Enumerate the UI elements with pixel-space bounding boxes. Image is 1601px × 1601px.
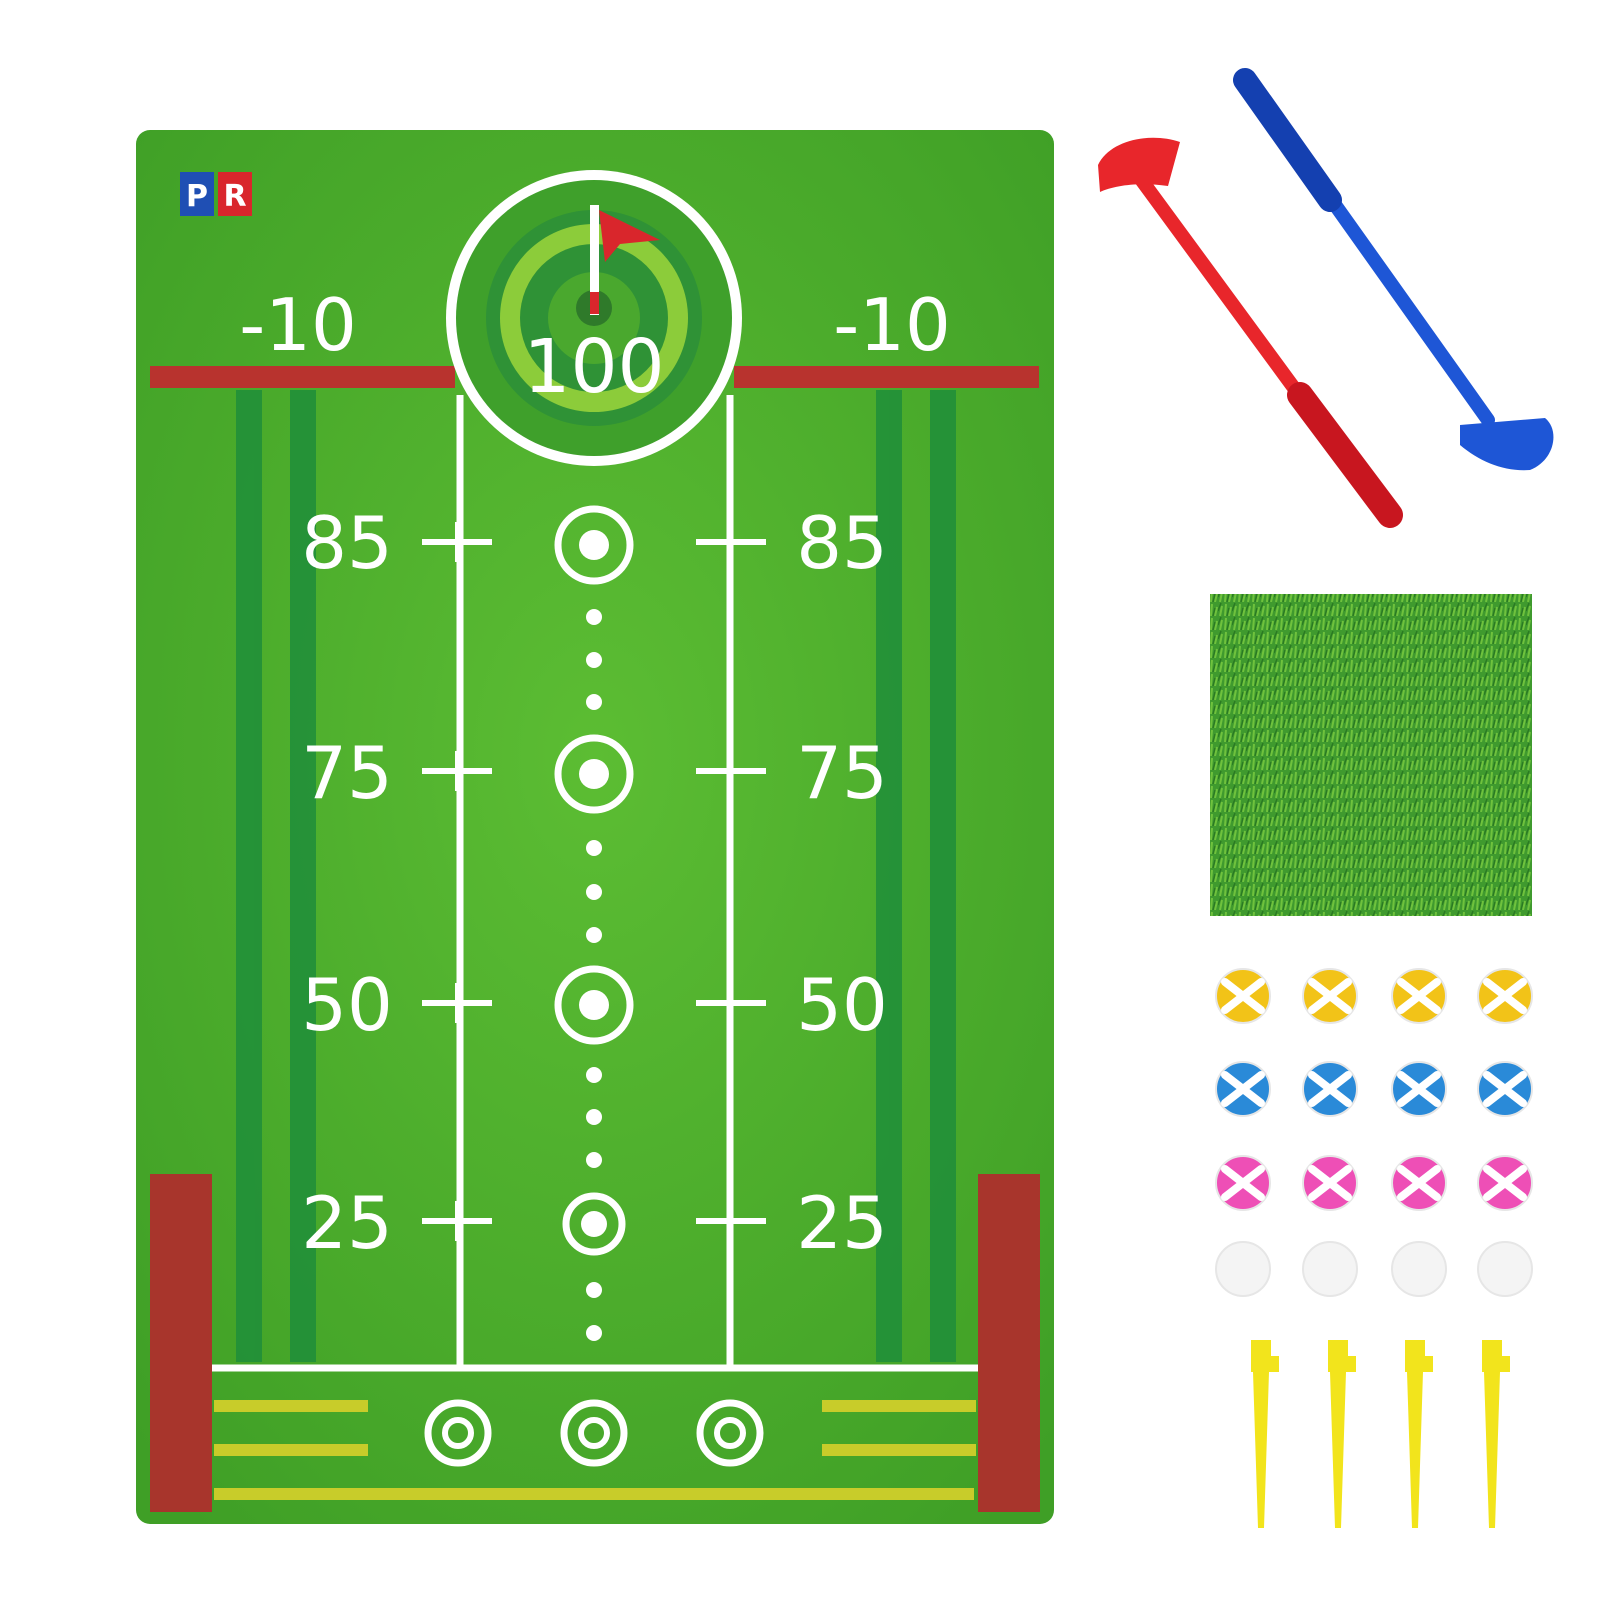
- tee: [1251, 1340, 1279, 1528]
- mat-base: [136, 130, 1054, 1524]
- ball: [1391, 968, 1447, 1024]
- ball: [1477, 1061, 1533, 1117]
- brand-letter-p: P: [186, 179, 208, 214]
- score-center: 100: [523, 324, 664, 410]
- balls-grid: [1215, 968, 1533, 1297]
- red-block-right: [978, 1174, 1040, 1512]
- tee-stripes: [214, 1400, 976, 1500]
- red-bar-right: [734, 366, 1039, 388]
- ball: [1302, 1061, 1358, 1117]
- ball: [1477, 1155, 1533, 1211]
- ball: [1215, 1241, 1271, 1297]
- putting-mat: -10 -10 100 85 85 75 75 50 50 25 25 P R: [136, 130, 1054, 1524]
- flag-icon: [590, 205, 660, 315]
- score-row-4-left: 25: [301, 1181, 393, 1265]
- score-row-1-left: 85: [301, 501, 393, 585]
- ball: [1391, 1061, 1447, 1117]
- tees-row: [1251, 1340, 1510, 1528]
- tee: [1405, 1340, 1433, 1528]
- ball: [1477, 1241, 1533, 1297]
- lane-targets: [554, 505, 634, 1256]
- score-row-3-left: 50: [301, 963, 393, 1047]
- brand-logo: P R: [180, 172, 252, 216]
- tee: [1482, 1340, 1510, 1528]
- tee-off-rings: [424, 1399, 764, 1467]
- ball: [1302, 968, 1358, 1024]
- ball: [1215, 1061, 1271, 1117]
- ball: [1302, 1241, 1358, 1297]
- score-top-right: -10: [833, 283, 951, 367]
- red-bar-left: [150, 366, 455, 388]
- lane-dots: [586, 609, 602, 1341]
- blue-club: [1233, 68, 1554, 471]
- ball: [1477, 968, 1533, 1024]
- red-club: [1098, 137, 1403, 528]
- ball: [1391, 1241, 1447, 1297]
- score-row-2-right: 75: [796, 731, 888, 815]
- tick-marks: [422, 522, 766, 1241]
- turf-square: [1210, 594, 1532, 916]
- tee: [1328, 1340, 1356, 1528]
- brand-letter-r: R: [223, 179, 246, 214]
- score-row-3-right: 50: [796, 963, 888, 1047]
- score-top-left: -10: [239, 283, 357, 367]
- side-stripes: [236, 390, 956, 1362]
- ball: [1302, 1155, 1358, 1211]
- score-row-2-left: 75: [301, 731, 393, 815]
- hole-target: [446, 170, 742, 466]
- score-row-4-right: 25: [796, 1181, 888, 1265]
- ball: [1215, 968, 1271, 1024]
- ball: [1215, 1155, 1271, 1211]
- score-row-1-right: 85: [796, 501, 888, 585]
- ball: [1391, 1155, 1447, 1211]
- red-block-left: [150, 1174, 212, 1512]
